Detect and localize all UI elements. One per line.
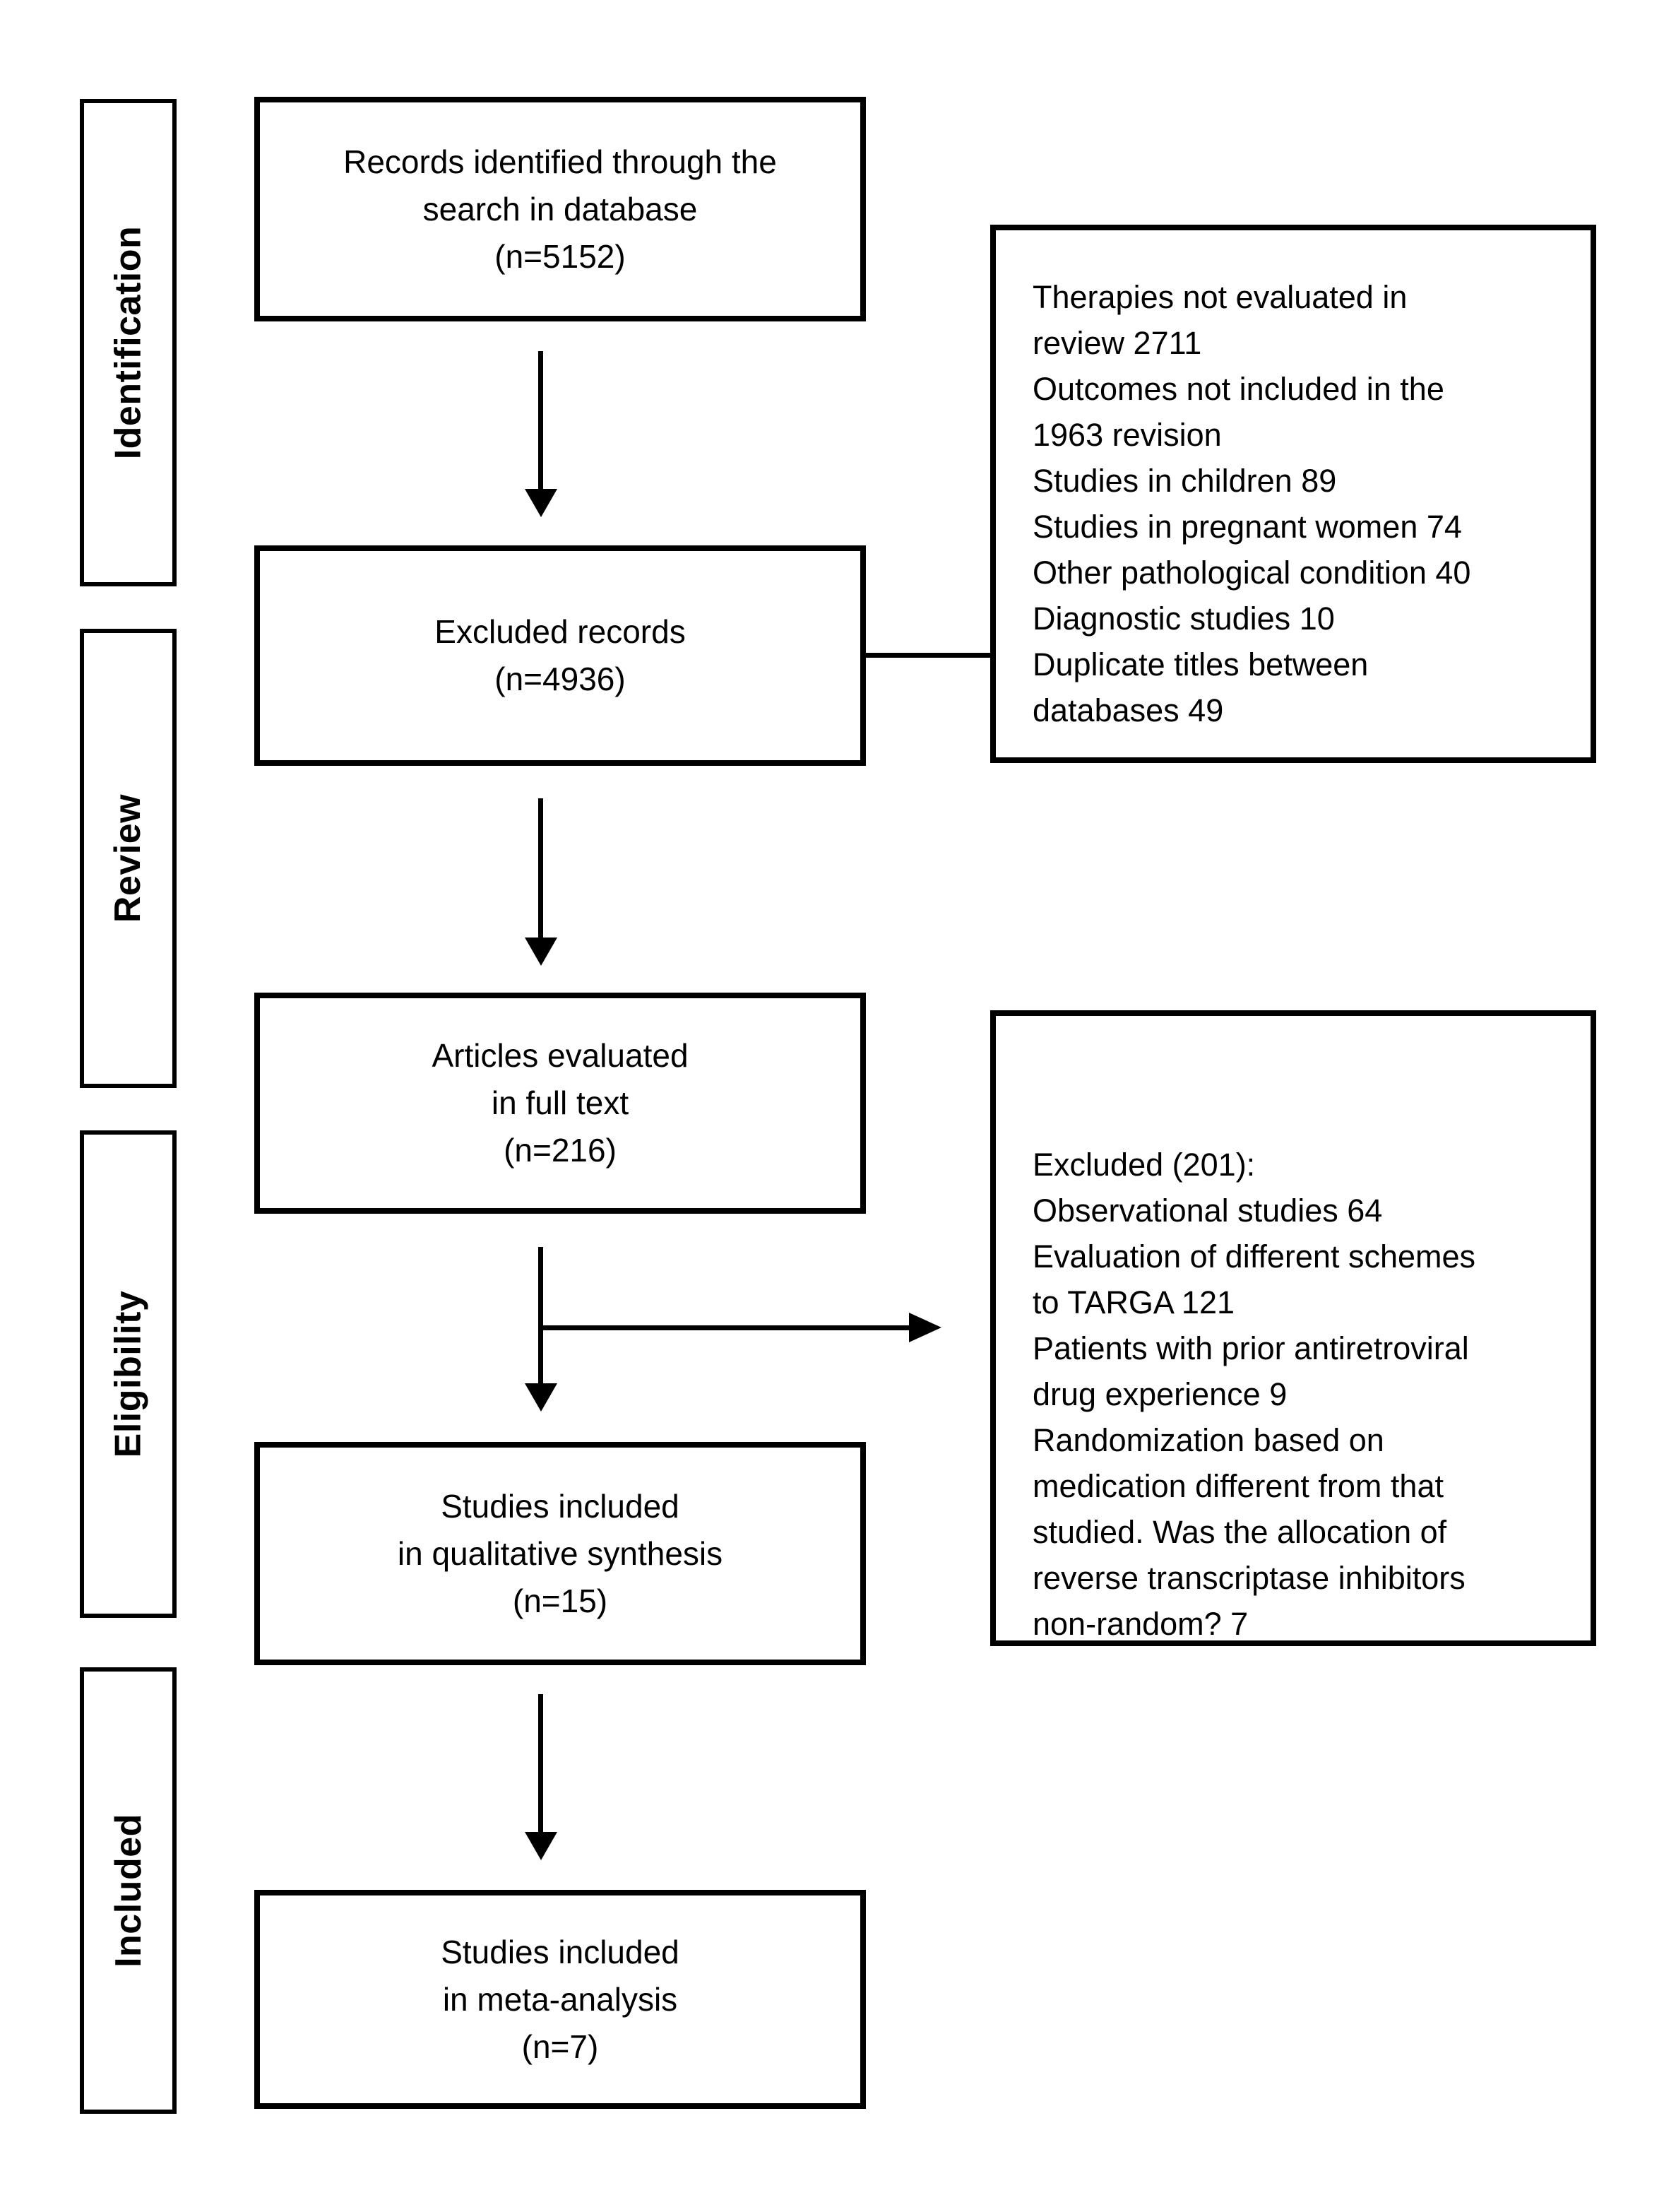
- flow-box-articles-full-text-text: Articles evaluated in full text (n=216): [432, 1037, 689, 1169]
- arrow-records-to-excluded-line: [538, 351, 543, 489]
- flow-box-meta-analysis-text: Studies included in meta-analysis (n=7): [441, 1933, 679, 2065]
- flow-box-meta-analysis: Studies included in meta-analysis (n=7): [254, 1890, 866, 2109]
- arrow-branch-to-exclusions-head-icon: [909, 1313, 941, 1342]
- arrow-records-to-excluded-head-icon: [525, 489, 557, 517]
- flow-box-excluded-records-text: Excluded records (n=4936): [434, 613, 686, 697]
- side-box-fulltext-exclusions: Excluded (201): Observational studies 64…: [990, 1010, 1596, 1646]
- arrow-qualitative-to-meta-head-icon: [525, 1832, 557, 1860]
- side-box-screening-exclusions: Therapies not evaluated in review 2711 O…: [990, 225, 1596, 763]
- stage-label-review: Review: [107, 793, 149, 923]
- arrow-excluded-to-fulltext-head-icon: [525, 938, 557, 966]
- arrow-fulltext-to-qualitative-line: [538, 1247, 543, 1383]
- arrow-branch-to-exclusions-line: [541, 1325, 909, 1330]
- flow-box-articles-full-text: Articles evaluated in full text (n=216): [254, 993, 866, 1214]
- stage-label-eligibility: Eligibility: [107, 1290, 149, 1458]
- arrow-fulltext-to-qualitative-head-icon: [525, 1383, 557, 1412]
- stage-box-included: Included: [80, 1667, 177, 2114]
- arrow-qualitative-to-meta-line: [538, 1694, 543, 1832]
- flow-box-qualitative-synthesis: Studies included in qualitative synthesi…: [254, 1442, 866, 1665]
- stage-box-review: Review: [80, 629, 177, 1088]
- arrow-excluded-to-fulltext-line: [538, 798, 543, 938]
- stage-box-identification: Identification: [80, 99, 177, 586]
- stage-label-identification: Identification: [107, 225, 149, 460]
- stage-label-included: Included: [107, 1814, 149, 1968]
- side-box-screening-exclusions-text: Therapies not evaluated in review 2711 O…: [1033, 279, 1471, 728]
- flow-box-records-identified: Records identified through the search in…: [254, 97, 866, 321]
- side-box-fulltext-exclusions-text: Excluded (201): Observational studies 64…: [1033, 1147, 1476, 1642]
- flow-box-qualitative-synthesis-text: Studies included in qualitative synthesi…: [397, 1487, 723, 1619]
- stage-box-eligibility: Eligibility: [80, 1130, 177, 1618]
- flow-box-excluded-records: Excluded records (n=4936): [254, 545, 866, 766]
- flow-box-records-identified-text: Records identified through the search in…: [343, 143, 777, 275]
- connector-excluded-to-reasons-line: [865, 653, 990, 658]
